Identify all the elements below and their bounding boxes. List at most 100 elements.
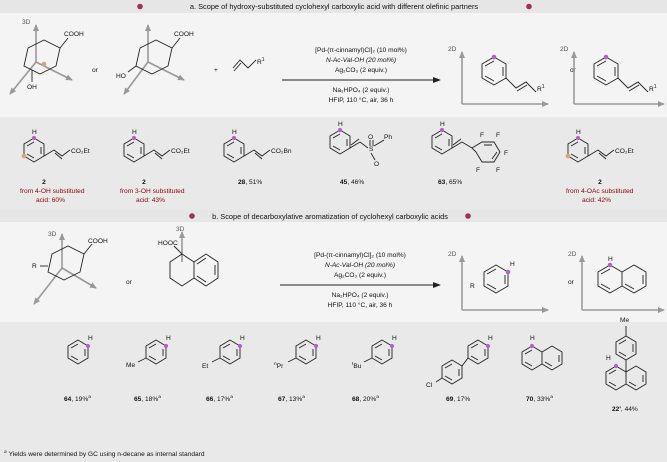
ch-marker-pa2: [131, 135, 137, 141]
h-64: H: [88, 335, 93, 342]
conditions-b-4: Na₂HPO₄ (2 equiv.): [332, 292, 389, 299]
product-b-66: H Et: [202, 335, 245, 370]
ch-marker-67: [313, 343, 319, 349]
sub-pa4-ph: Ph: [384, 134, 392, 141]
product-a-6: H CO₂Et: [565, 129, 634, 163]
label-r1-olefin: R1: [257, 57, 265, 66]
reactant-3-oh-acid: COOH HO: [116, 31, 194, 80]
axes-3d-b1: 3D: [33, 231, 97, 305]
conditions-a-3: Ag₂CO₃ (2 equiv.): [335, 67, 387, 74]
h-67: H: [316, 335, 321, 342]
product-b-22prime: H Me: [605, 317, 647, 391]
reactant-4-oh-acid: COOH OH: [23, 31, 84, 91]
conditions-b-1: [Pd-(π-cinnamyl)Cl]₂ (10 mol%): [314, 252, 406, 259]
reactant-b-tetralin-acid: HOOC: [158, 240, 219, 287]
header-b-bullet-left: [189, 213, 195, 219]
num-pa1: 2: [42, 179, 46, 186]
product-b-69: H Cl: [426, 335, 493, 389]
ch-marker-pa6: [575, 135, 581, 141]
ch-marker-69: [485, 343, 491, 349]
scheme-a-panel: [0, 13, 667, 117]
olefin-partner: R1: [232, 57, 265, 72]
h-22: H: [606, 355, 611, 362]
conditions-a-1: [Pd-(π-cinnamyl)Cl]₂ (10 mol%): [315, 47, 407, 54]
f-3: F: [504, 150, 508, 157]
h-pa5: H: [440, 121, 445, 128]
sub-pa6: CO₂Et: [615, 148, 634, 155]
product-b-67: H nPr: [274, 335, 321, 370]
ch-marker-b-p1: [505, 269, 511, 275]
axis-label-2d-a1: 2D: [448, 46, 457, 53]
ch-marker-65: [163, 343, 169, 349]
h-69: H: [488, 335, 493, 342]
ch-marker-68: [389, 343, 395, 349]
orange-dot-pa6: [565, 153, 571, 159]
label-cooh-b1: COOH: [88, 238, 108, 245]
label-r1-p2: R1: [649, 84, 657, 93]
products-b-panel: [0, 322, 667, 462]
header-a-bullet-left: [137, 3, 143, 10]
f-2: F: [496, 132, 500, 139]
axis-label-2d-a2: 2D: [560, 46, 569, 53]
sub-67: nPr: [274, 362, 284, 370]
yield-65: 65, 18%a: [134, 395, 161, 403]
or-b2: or: [568, 279, 575, 286]
f-4: F: [496, 167, 500, 174]
axes-2d-b-p2: 2D: [568, 251, 665, 313]
note-pa2-line2: acid: 43%: [136, 197, 165, 204]
or-a1: or: [92, 67, 99, 74]
num-pa2: 2: [142, 179, 146, 186]
h-70: H: [530, 335, 535, 342]
header-a-title: a. Scope of hydroxy-substituted cyclohex…: [190, 2, 479, 11]
axis-label-2d-b2: 2D: [568, 251, 577, 258]
label-ho-a2: HO: [116, 73, 126, 80]
axis-label-3d-a1: 3D: [22, 19, 31, 26]
header-b-banner: [0, 210, 667, 222]
product-b-65: H Me: [126, 335, 171, 369]
product-b-64: H: [67, 335, 93, 365]
ch-marker-pa5: [439, 127, 445, 133]
yield-22prime: 22', 44%: [612, 406, 638, 413]
h-b-p1: H: [510, 261, 515, 268]
ch-marker-pa3: [231, 135, 237, 141]
product-a-2: H CO₂Et: [123, 129, 190, 163]
label-cooh-a2: COOH: [174, 31, 194, 38]
f-5: F: [476, 167, 480, 174]
ch-marker-70: [529, 343, 535, 349]
axis-label-3d-b1: 3D: [48, 231, 57, 238]
sub-69: Cl: [426, 382, 433, 389]
axes-2d-a-p2: 2D: [560, 46, 665, 107]
label-cooh-a1: COOH: [64, 31, 84, 38]
note-pa1-line1: from 4-OH substituted: [20, 188, 85, 195]
or-b1: or: [126, 279, 133, 286]
axes-2d-a-p1: 2D: [448, 46, 549, 107]
product-b-naphthalene: H: [597, 256, 647, 294]
sub-pa4-o2: O: [374, 161, 379, 168]
axes-3d-b2: 3D: [176, 226, 185, 262]
axis-label-3d-b2: 3D: [176, 226, 185, 233]
f-1: F: [480, 132, 484, 139]
yield-70: 70, 33%a: [526, 395, 553, 403]
product-a-4: H S Ph O O: [329, 121, 392, 168]
note-pa6-line1: from 4-OAc substituted: [566, 188, 634, 195]
yield-66: 66, 17%a: [206, 395, 233, 403]
sub-68: tBu: [352, 361, 362, 370]
sub-pa4-o1: O: [368, 134, 373, 141]
label-oh-a1: OH: [27, 84, 37, 91]
header-b-bullet-right: [465, 213, 471, 219]
yield-69: 69, 17%: [446, 396, 470, 403]
h-pa3: H: [232, 129, 237, 136]
sub-pa2: CO₂Et: [171, 148, 190, 155]
products-a-panel: [0, 117, 667, 210]
axis-label-2d-b1: 2D: [448, 251, 457, 258]
scheme-b-panel: [0, 222, 667, 322]
product-a-1: H CO₂Et: [21, 129, 90, 163]
sub-22: Me: [620, 317, 629, 324]
header-a-bullet-right: [526, 3, 532, 10]
header-b-title: b. Scope of decarboxylative aromatizatio…: [212, 212, 448, 221]
product-b-70: H: [521, 335, 563, 371]
axes-2d-b-p1: 2D: [448, 251, 549, 313]
h-68: H: [392, 335, 397, 342]
